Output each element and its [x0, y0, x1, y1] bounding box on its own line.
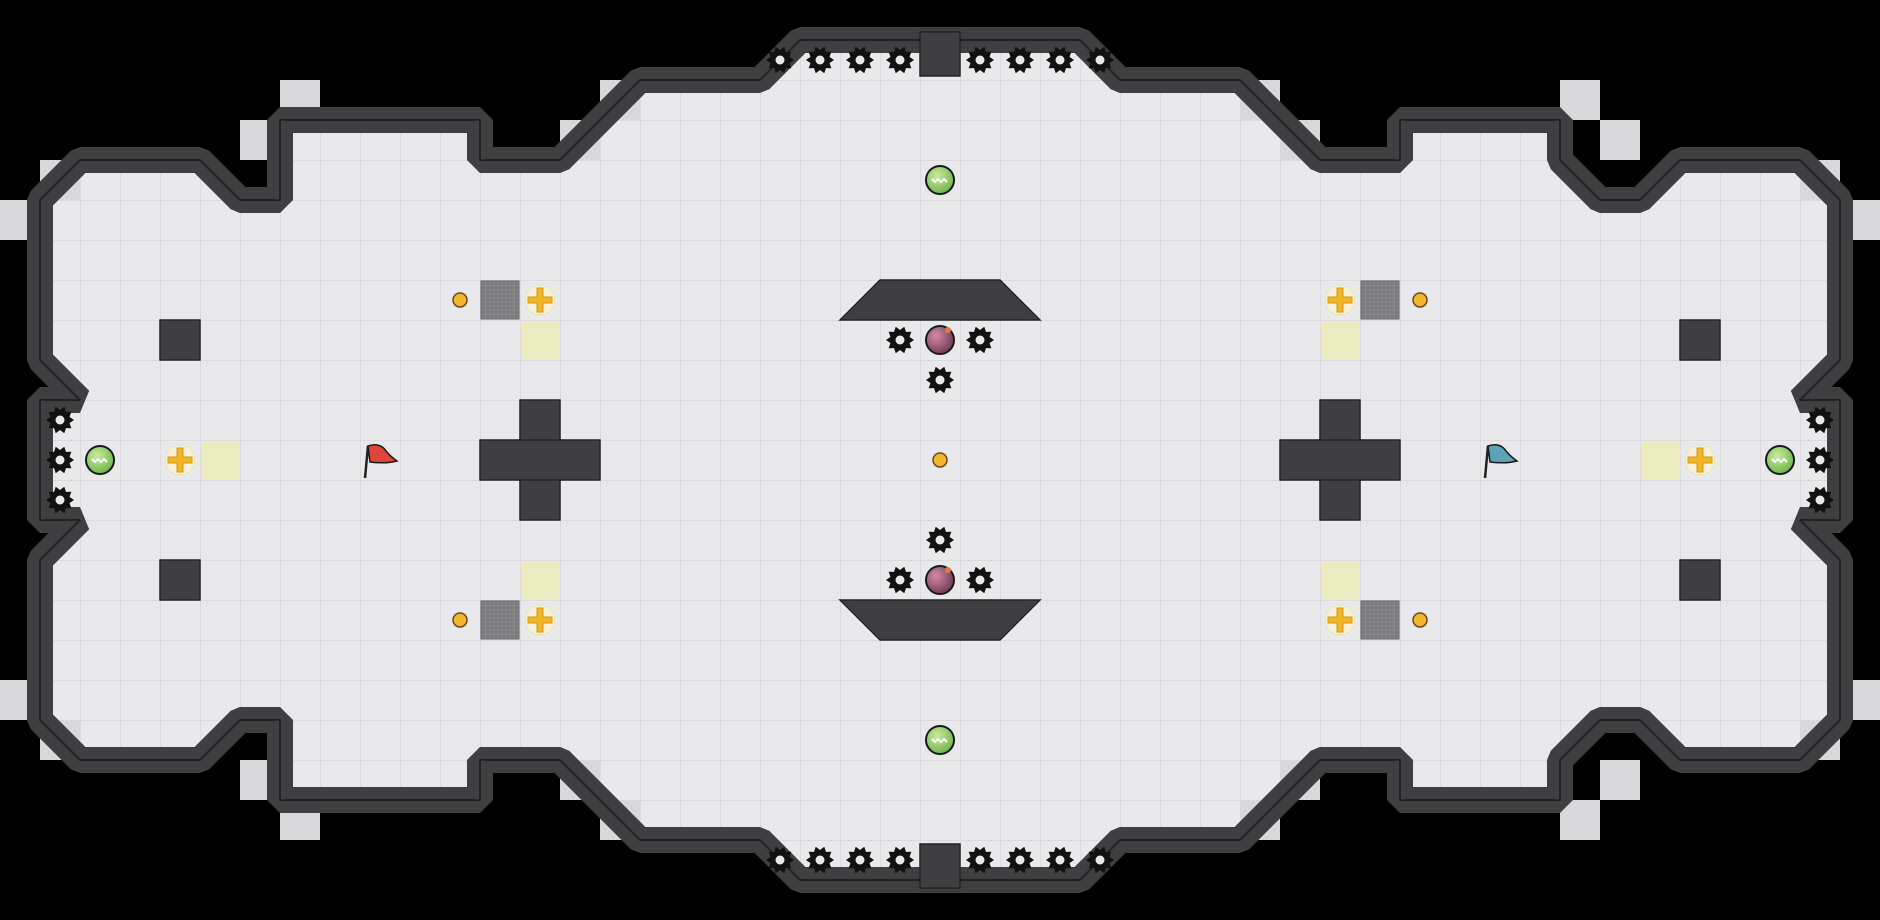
gate-tile [1360, 280, 1400, 320]
spike-icon [926, 366, 954, 394]
outer-wall-edge [39, 39, 1841, 881]
boost-icon [1324, 604, 1356, 636]
cross-wall-right [1279, 399, 1401, 521]
spike-icon [966, 46, 994, 74]
entity-layer [46, 46, 1834, 874]
spike-icon [806, 46, 834, 74]
button-icon [452, 292, 468, 308]
cross-horizontal [479, 439, 601, 481]
outer-wall-tile [1600, 120, 1640, 160]
spike-icon [46, 406, 74, 434]
spike-icon [886, 46, 914, 74]
spike-icon [886, 566, 914, 594]
pillar-block [1679, 319, 1721, 361]
speed-pad-tile [521, 321, 559, 359]
center-wall-top [838, 279, 1042, 321]
speed-pad-tile [201, 441, 239, 479]
gate-tile [480, 280, 520, 320]
button-icon [932, 452, 948, 468]
spike-icon [966, 326, 994, 354]
button-icon [1412, 292, 1428, 308]
spike-icon [46, 486, 74, 514]
bottom-pocket-divider [919, 843, 961, 889]
spike-icon [966, 846, 994, 874]
gate-tile [1360, 600, 1400, 640]
boost-icon [524, 604, 556, 636]
spike-icon [766, 46, 794, 74]
spike-icon [1806, 486, 1834, 514]
red-flag-icon [363, 444, 399, 479]
boost-icon [1684, 444, 1716, 476]
center-wall-bottom [838, 599, 1042, 641]
speed-pad-tile [1321, 321, 1359, 359]
pillar-block [159, 319, 201, 361]
spike-icon [886, 326, 914, 354]
boost-icon [1324, 284, 1356, 316]
spike-icon [1006, 846, 1034, 874]
powerup-icon [1765, 445, 1795, 475]
pillar-block [1679, 559, 1721, 601]
boost-icon [524, 284, 556, 316]
bomb-icon [925, 325, 955, 355]
powerup-icon [925, 165, 955, 195]
wall-layer [27, 27, 1853, 893]
top-pocket-divider [919, 31, 961, 77]
spike-icon [846, 46, 874, 74]
spike-icon [1046, 46, 1074, 74]
speed-pad-tile [1641, 441, 1679, 479]
gate-tile [480, 600, 520, 640]
powerup-icon [925, 725, 955, 755]
spike-icon [806, 846, 834, 874]
blue-flag-icon [1483, 444, 1519, 479]
spike-icon [1086, 846, 1114, 874]
spike-icon [966, 566, 994, 594]
spike-icon [886, 846, 914, 874]
spike-icon [1046, 846, 1074, 874]
spike-icon [846, 846, 874, 874]
button-icon [452, 612, 468, 628]
bomb-icon [925, 565, 955, 595]
cross-wall-left [479, 399, 601, 521]
outer-wall-tile [1560, 80, 1600, 120]
cross-horizontal [1279, 439, 1401, 481]
powerup-icon [85, 445, 115, 475]
spike-icon [1806, 406, 1834, 434]
pillar-block [159, 559, 201, 601]
button-icon [1412, 612, 1428, 628]
speed-pad-tile [521, 561, 559, 599]
speed-pad-tile [1321, 561, 1359, 599]
spike-icon [1006, 46, 1034, 74]
outer-wall-tile [1600, 760, 1640, 800]
spike-icon [926, 526, 954, 554]
spike-icon [1086, 46, 1114, 74]
spike-icon [1806, 446, 1834, 474]
spike-icon [766, 846, 794, 874]
boost-icon [164, 444, 196, 476]
spike-icon [46, 446, 74, 474]
outer-wall-tile [1560, 800, 1600, 840]
